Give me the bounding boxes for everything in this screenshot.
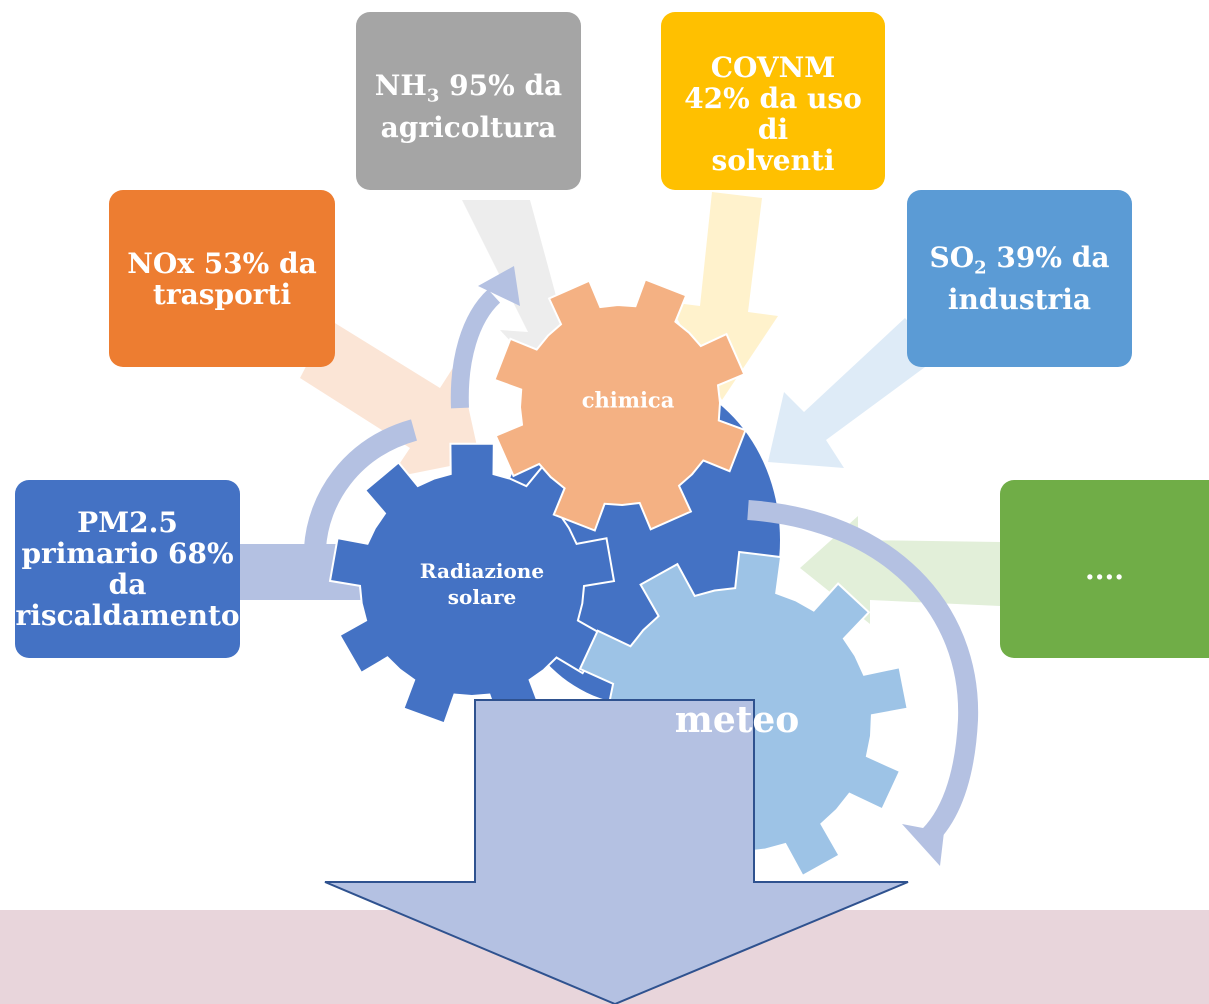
cycle-arrow-up-head [478, 266, 520, 306]
source-pm25: PM2.5 primario 68% da riscaldamento [15, 480, 240, 658]
source-covnm: COVNM 42% da uso di solventi [661, 12, 885, 190]
pm25-line3: da [108, 568, 147, 601]
covnm-line1: COVNM [710, 51, 836, 84]
so2-line1: SO2 39% da [930, 242, 1110, 284]
covnm-line2: 42% da uso di [684, 82, 862, 146]
nh3-line1: NH3 95% da [375, 70, 562, 112]
covnm-line3: solventi [711, 144, 835, 177]
cycle-arrow-right-head [902, 824, 944, 866]
nh3-line1-rest: 95% da [439, 69, 563, 102]
cycle-arrow-up [450, 289, 501, 409]
so2-formula: SO [929, 241, 975, 275]
source-other: .... [1000, 480, 1209, 658]
so2-line1-rest: 39% da [986, 241, 1110, 275]
gear-chimica [493, 278, 747, 532]
nox-line1: NOx 53% da [127, 246, 317, 280]
pm25-line1: PM2.5 [77, 506, 178, 539]
so2-subscript: 2 [974, 257, 987, 279]
source-nh3: NH3 95% da agricoltura [356, 12, 581, 190]
down-arrow [324, 699, 909, 1004]
pm25-line4: riscaldamento [15, 599, 240, 632]
label-meteo: meteo [674, 699, 800, 741]
nh3-formula: NH [374, 69, 427, 102]
label-radiazione-solare: Radiazione solare [420, 558, 544, 610]
pm25-line2: primario 68% [21, 537, 234, 570]
arrow-nox [300, 320, 480, 478]
so2-line2: industria [947, 282, 1092, 316]
source-nox: NOx 53% da trasporti [109, 190, 335, 367]
cycle-arrow-right [747, 500, 979, 848]
source-so2: SO2 39% da industria [907, 190, 1132, 367]
nh3-subscript: 3 [426, 85, 440, 107]
label-radiazione-line1: Radiazione [419, 559, 545, 583]
cycle-arrow-left [304, 419, 418, 550]
arrow-so2 [768, 318, 940, 468]
label-chimica: chimica [581, 387, 675, 413]
label-radiazione-line2: solare [447, 585, 517, 609]
other-label: .... [1085, 552, 1124, 586]
nox-line2: trasporti [152, 277, 292, 311]
nh3-line2: agricoltura [380, 110, 557, 144]
